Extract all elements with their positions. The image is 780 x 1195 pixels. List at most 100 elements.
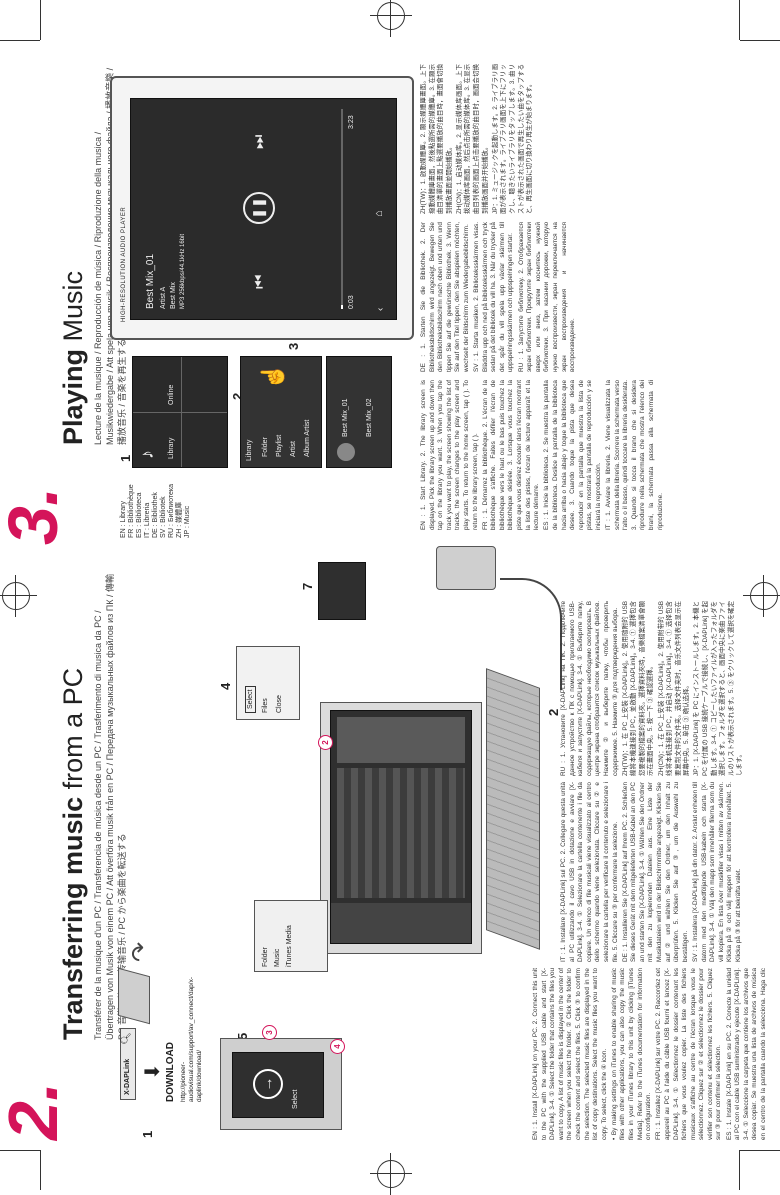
step-5-dialog: → Select [232,1052,324,1118]
step-1-label: 1 [140,1130,155,1138]
s3-text-sv: SV : 1. Starta musiken. 2. Biblioteksskä… [473,222,515,372]
list-artist-item: Artist [290,441,297,457]
registration-mark [743,575,780,617]
s3-step-3-label: 3 [286,342,301,350]
s3-text-ru: RU : 1. Запустите библиотеку. 2. Отображ… [517,222,577,372]
popup-folder-label: Folder [262,947,269,967]
progress-bar [341,109,343,309]
step-4-label: 4 [218,682,233,690]
callout-2: 2 [318,735,333,750]
search-icon: 🔍︎ [121,1032,132,1045]
total-time: 3:23 [348,115,355,129]
section-3-number: 3. [0,486,72,545]
elapsed-time: 0:03 [348,295,355,309]
s3-text-zh-cn: ZH(CN)：1. 启动媒体库。2. 显示媒体库画面。上下拨动媒体库画面，然后点… [455,64,489,214]
laptop-keyboard [486,668,540,950]
s3-text-es: ES : 1. Inicie la biblioteca. 2. Se mues… [543,380,602,530]
s2-text-ja: JP：1. [X-DAPLink] を PC にインストールします。2. 本機と… [693,601,744,776]
library-grid: ♪ Library Online [132,356,228,468]
grid-library-label: Library [168,437,175,459]
laptop-icon [118,967,150,1025]
track-artist: Artist A [160,286,167,309]
callout-3: 3 [262,1025,277,1040]
prev-icon: ⏮ [251,274,268,289]
s2-text-zh-cn: ZH(CN)：1. 在 PC 上安装 [X-DAPLink]。2. 使用附带的 … [657,601,691,776]
device-label: HIGH-RESOLUTION AUDIO PLAYER [121,206,127,322]
s2-text-fr: FR : 1. Installez [X-DAPLink] sur votre … [655,968,723,1140]
usb-cable [500,578,562,690]
home-icon: ⌂ [373,210,385,217]
list-library-header: Library [246,439,253,461]
crop-mark [740,1150,780,1151]
app-sidebar [331,903,471,943]
crop-mark [739,1150,740,1190]
download-label: DOWNLOAD [165,1042,176,1102]
s3-text-de: DE : 1. Starten Sie die Bibliothek. 2. D… [420,222,470,372]
music-note-icon: ♪ [137,450,157,459]
lang-key-item: IT : Libreria [144,502,151,538]
track-table [337,768,465,898]
s2-text-en: EN : 1. Install [X-DAPLink] on your PC. … [532,968,608,1140]
crop-mark [0,1150,40,1151]
crop-mark [40,0,41,40]
list-playlist-item: Playlist [276,434,283,457]
lang-key-item: EN : Library [120,501,127,538]
crop-mark [739,0,740,40]
track-list-panel: Best Mix_01 Best Mix_02 [326,356,392,468]
section-2-number: 2. [0,1081,72,1140]
lang-key-item: ZH : 媒體庫 [176,501,183,538]
crop-mark [740,40,780,41]
language-key: EN : Library FR : Bibliothèque ES : Bibl… [120,478,192,538]
lang-key-item: DE : Bibliothek [152,492,159,538]
s2-text-it: IT : 1. Installare [X-DAPLink] sul PC. 2… [560,782,619,962]
section-3-title: Playing Music [58,271,88,445]
section-2-title: Transferring music from a PC [58,668,88,1040]
s3-text-zh-tw: ZH(TW)：1. 啟動媒體庫。2. 顯示媒體庫畫面。上下撥動媒體庫畫面，然後點… [420,64,453,214]
download-url: http://pioneer-audiovisual.com/support/a… [180,976,203,1102]
step-2-label: 2 [546,708,561,716]
search-box-text: X-DAPLink [124,1058,131,1095]
folder-popup: Folder Music iTunes Media [254,900,328,972]
curved-arrow-icon: ↷ [127,941,154,962]
crop-mark [40,1150,41,1190]
section-2-title-rest: from a PC [58,667,88,797]
lang-key-item: FR : Bibliothèque [128,484,135,538]
section-2-text-column: EN : 1. Install [X-DAPLink] on your PC. … [532,968,767,1140]
list-folder-item: Folder [262,437,269,457]
section-3-text-column-3: ZH(TW)：1. 啟動媒體庫。2. 顯示媒體庫畫面。上下撥動媒體庫畫面，然後點… [420,64,765,214]
s2-text-es: ES : 1. Instale [X-DAPLink] en su PC. 2.… [725,968,767,1140]
s3-text-fr: FR : 1. Démarrez la bibliothèque. 2. L'é… [481,380,541,530]
section-3-text-column-2: DE : 1. Starten Sie die Bibliothek. 2. D… [420,222,765,372]
copy-list-panel [337,717,465,763]
grid-divider [133,412,227,413]
s2-text-de: DE : 1. Installieren Sie [X-DAPLink] auf… [621,782,689,962]
popup-select-label: Select [245,685,256,713]
grid-online-label: Online [168,384,175,405]
section-3-title-bold: Playing [58,348,88,445]
track-list-item: Best Mix_02 [366,398,373,437]
crop-mark [0,40,40,41]
album-art-thumb [337,443,355,461]
section-3-text-column: EN : 1. Start Library. 2. The library sc… [420,380,765,530]
s2-text-ru: RU : 1. Установите [X-DAPLink] на ПК. 2.… [560,601,619,776]
popup-files-label: Files [262,698,269,713]
s3-step-1-label: 1 [118,454,133,462]
lang-key-item: SV : Bibliotek [160,496,167,538]
lang-key-item: ES : Biblioteca [136,492,143,538]
select-popup: Select Files Close [236,646,300,720]
lang-key-item: JP : Music [184,505,191,538]
s2-text-en-note: • By making settings on iTunes to enable… [610,968,653,1140]
s2-text-zh-tw: ZH(TW)：1. 在 PC 上安裝 [X-DAPLink]。2. 使用隨附的 … [621,601,655,776]
track-album: Best Mix [170,282,177,309]
progress-fill [341,305,343,309]
player-device-small [436,546,496,590]
search-box: X-DAPLink 🔍︎ [120,1028,136,1100]
s3-text-en: EN : 1. Start Library. 2. The library sc… [420,380,479,530]
back-icon: ‹ [375,307,386,311]
download-arrow-icon: ⬇ [142,1063,164,1080]
hand-tap-icon: ☝ [260,362,285,390]
section-2-text-column-3: RU : 1. Установите [X-DAPLink] на ПК. 2.… [560,601,767,776]
s2-text-sv: SV : 1. Installera [X-DAPLink] på din da… [691,782,742,962]
s3-text-it: IT : 1. Avviare la libreria. 2. Viene vi… [604,380,664,530]
step-7-label: 7 [300,582,315,590]
